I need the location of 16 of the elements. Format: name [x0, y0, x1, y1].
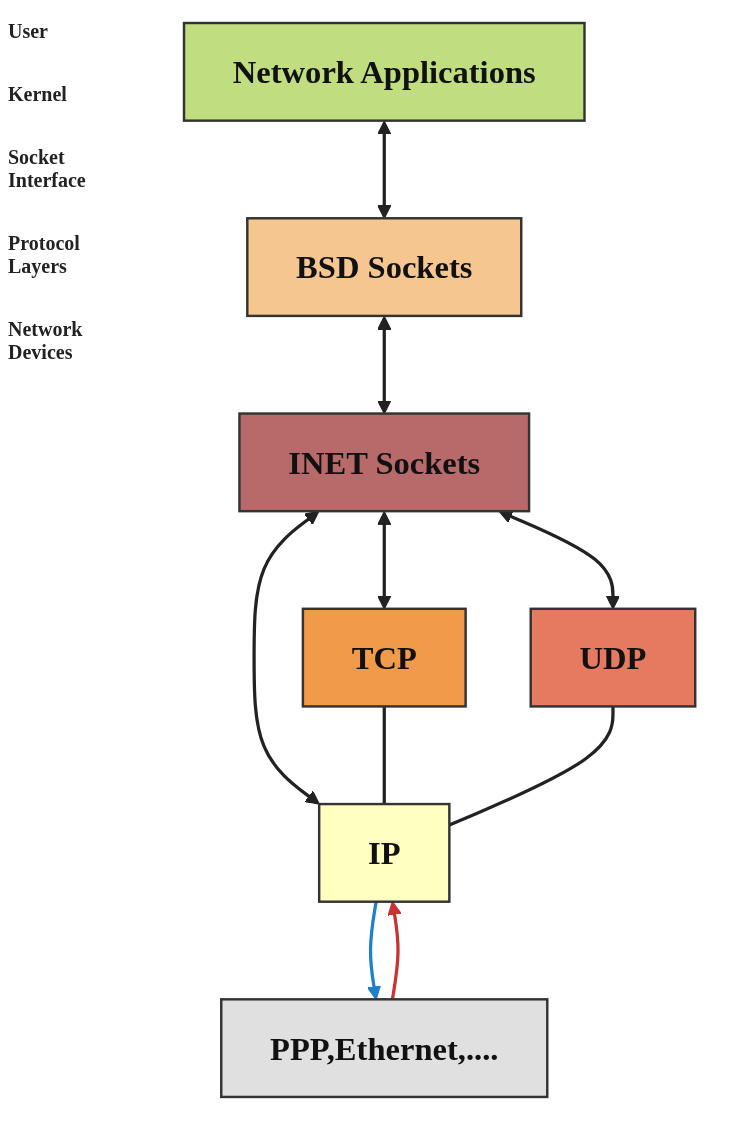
connector — [382, 706, 386, 805]
node-box: UDP — [529, 607, 697, 708]
node-box: IP — [317, 802, 451, 903]
node-box: INET Sockets — [238, 412, 531, 513]
node-box: PPP,Ethernet,.... — [219, 998, 549, 1099]
node-box: TCP — [301, 607, 467, 708]
node-box: Network Applications — [182, 21, 586, 122]
layer-label: User — [8, 20, 49, 43]
layer-label: Protocol Layers — [8, 232, 81, 278]
arrow — [387, 901, 402, 1000]
layer-label: Socket Interface — [8, 146, 87, 192]
arrow — [377, 120, 392, 219]
arrow — [366, 901, 381, 1000]
layer-label: Network Devices — [8, 318, 84, 364]
node-box: BSD Sockets — [245, 217, 523, 318]
layer-label: Kernel — [8, 83, 68, 106]
